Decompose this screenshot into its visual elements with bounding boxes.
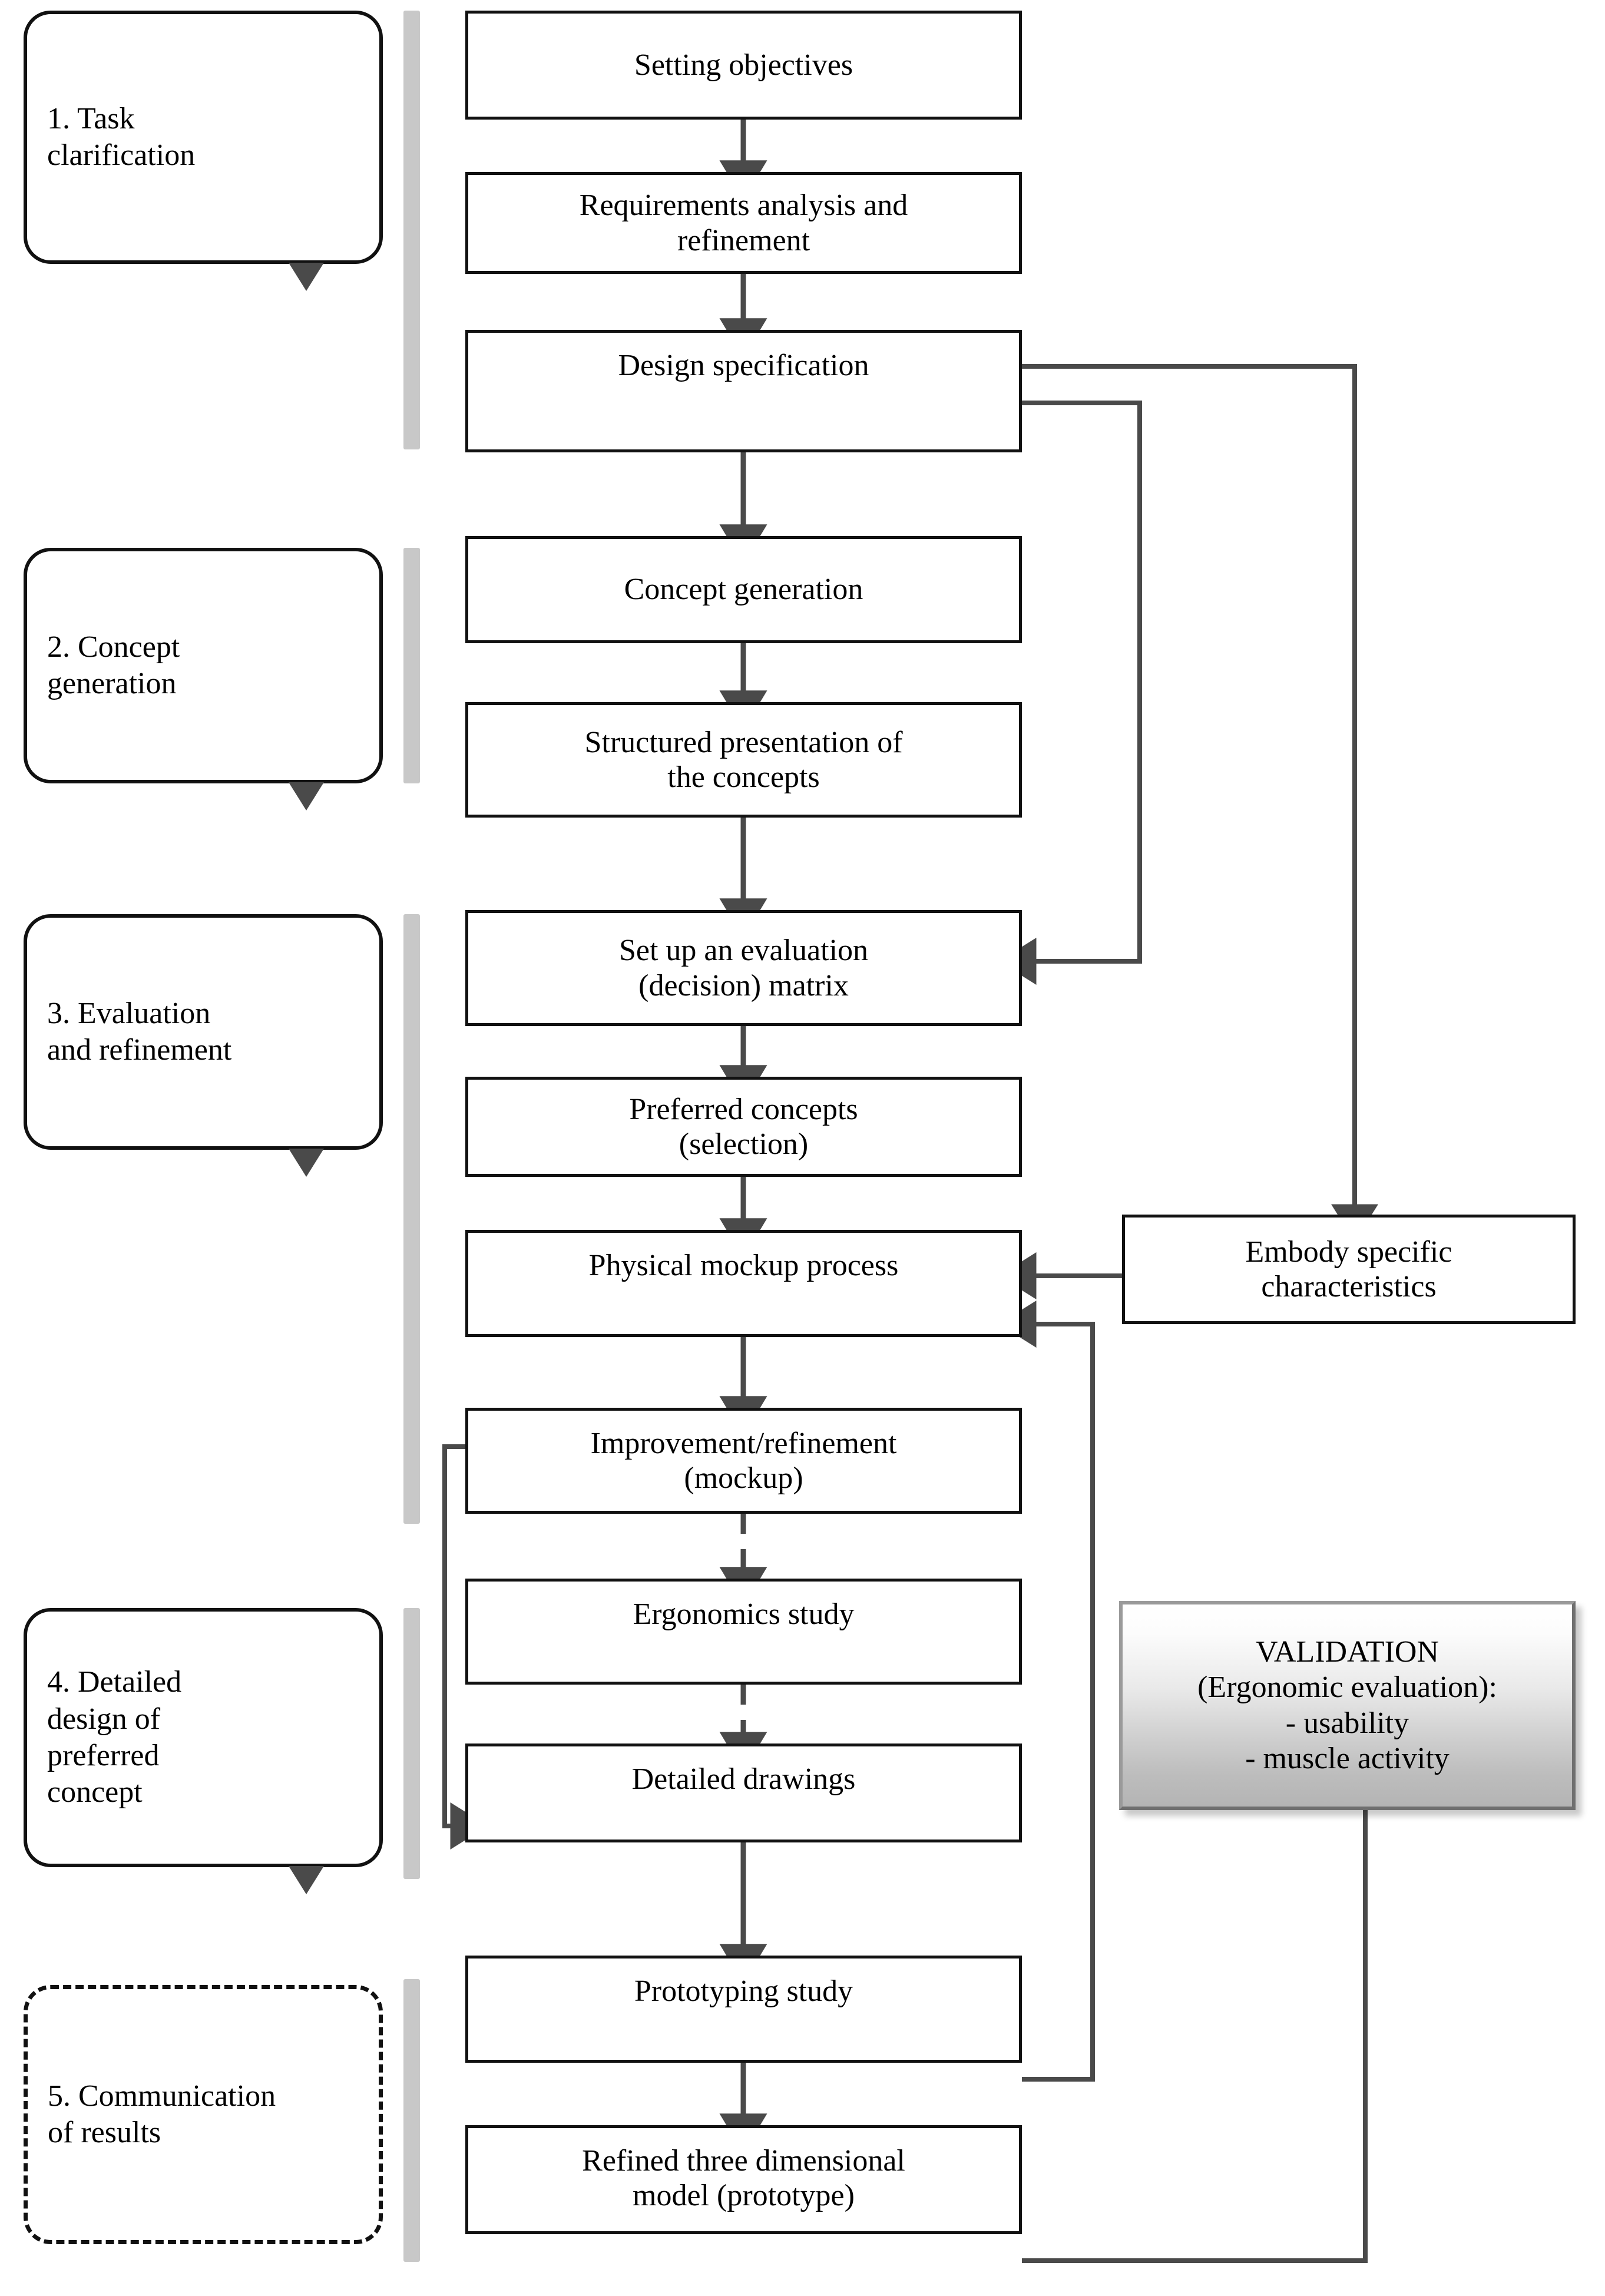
process-box-detailed-drawings[interactable]: Detailed drawings [465, 1743, 1022, 1842]
arrow-prototyping-to-mockup [998, 1301, 1095, 2082]
validation-line-4: - muscle activity [1245, 1741, 1450, 1775]
arrow-spec-to-embody [1022, 364, 1378, 1242]
process-box-setting-objectives[interactable]: Setting objectives [465, 11, 1022, 120]
process-box-requirements-label: Requirements analysis and refinement [579, 188, 908, 257]
validation-box[interactable]: VALIDATION (Ergonomic evaluation): - usa… [1119, 1601, 1576, 1810]
stage-callout-1-tail [289, 263, 324, 291]
process-box-requirements[interactable]: Requirements analysis and refinement [465, 172, 1022, 274]
stage-callout-3-label: 3. Evaluation and refinement [47, 996, 232, 1067]
process-box-prototyping-study-label: Prototyping study [634, 1974, 853, 2008]
process-box-setting-objectives-label: Setting objectives [634, 48, 853, 82]
process-box-evaluation-matrix[interactable]: Set up an evaluation (decision) matrix [465, 910, 1022, 1026]
process-box-improvement-label: Improvement/refinement (mockup) [590, 1427, 897, 1496]
process-box-evaluation-matrix-label: Set up an evaluation (decision) matrix [618, 934, 869, 1003]
stage-callout-5[interactable]: 5. Communication of results [24, 1985, 383, 2244]
process-box-improvement[interactable]: Improvement/refinement (mockup) [465, 1408, 1022, 1514]
process-box-design-specification-label: Design specification [618, 349, 869, 382]
stage-callout-2-tail [289, 782, 324, 810]
process-box-embody-characteristics-label: Embody specific characteristics [1245, 1235, 1452, 1304]
process-box-refined-3d-model-label: Refined three dimensional model (prototy… [582, 2144, 905, 2213]
process-box-structured-presentation[interactable]: Structured presentation of the concepts [465, 702, 1022, 818]
process-box-detailed-drawings-label: Detailed drawings [631, 1762, 856, 1796]
stage-callout-5-label: 5. Communication of results [48, 2079, 276, 2149]
process-box-ergonomics-study-label: Ergonomics study [633, 1597, 855, 1631]
validation-line-2: (Ergonomic evaluation): [1197, 1670, 1497, 1705]
stage-callout-4-tail [289, 1866, 324, 1894]
process-box-preferred-concepts-label: Preferred concepts (selection) [629, 1092, 858, 1161]
process-box-prototyping-study[interactable]: Prototyping study [465, 1956, 1022, 2063]
validation-line-1: VALIDATION [1255, 1635, 1439, 1669]
phase-rail-3 [403, 914, 420, 1524]
stage-callout-3[interactable]: 3. Evaluation and refinement [24, 914, 383, 1150]
arrow-3dmodel-to-validation [1022, 1619, 1389, 2263]
process-box-refined-3d-model[interactable]: Refined three dimensional model (prototy… [465, 2125, 1022, 2234]
process-box-physical-mockup[interactable]: Physical mockup process [465, 1230, 1022, 1337]
phase-rail-4 [403, 1608, 420, 1879]
stage-callout-4-label: 4. Detailed design of preferred concept [47, 1665, 182, 1809]
process-box-physical-mockup-label: Physical mockup process [588, 1249, 899, 1282]
process-box-structured-presentation-label: Structured presentation of the concepts [584, 725, 903, 794]
stage-callout-2[interactable]: 2. Concept generation [24, 548, 383, 783]
process-box-design-specification[interactable]: Design specification [465, 330, 1022, 452]
stage-callout-3-tail [289, 1149, 324, 1177]
process-box-concept-generation-label: Concept generation [624, 573, 863, 607]
phase-rail-5 [403, 1979, 420, 2262]
arrow-spec-to-matrix [998, 401, 1142, 985]
process-box-embody-characteristics[interactable]: Embody specific characteristics [1122, 1215, 1576, 1324]
process-box-concept-generation[interactable]: Concept generation [465, 536, 1022, 643]
validation-line-3: - usability [1285, 1706, 1409, 1740]
stage-callout-2-label: 2. Concept generation [47, 630, 180, 700]
stage-callout-1[interactable]: 1. Task clarification [24, 11, 383, 264]
process-box-preferred-concepts[interactable]: Preferred concepts (selection) [465, 1077, 1022, 1177]
process-box-ergonomics-study[interactable]: Ergonomics study [465, 1579, 1022, 1685]
phase-rail-1 [403, 11, 420, 449]
arrow-improvement-to-drawings [442, 1444, 488, 1850]
stage-callout-1-label: 1. Task clarification [47, 101, 196, 172]
stage-callout-4[interactable]: 4. Detailed design of preferred concept [24, 1608, 383, 1867]
phase-rail-2 [403, 548, 420, 783]
